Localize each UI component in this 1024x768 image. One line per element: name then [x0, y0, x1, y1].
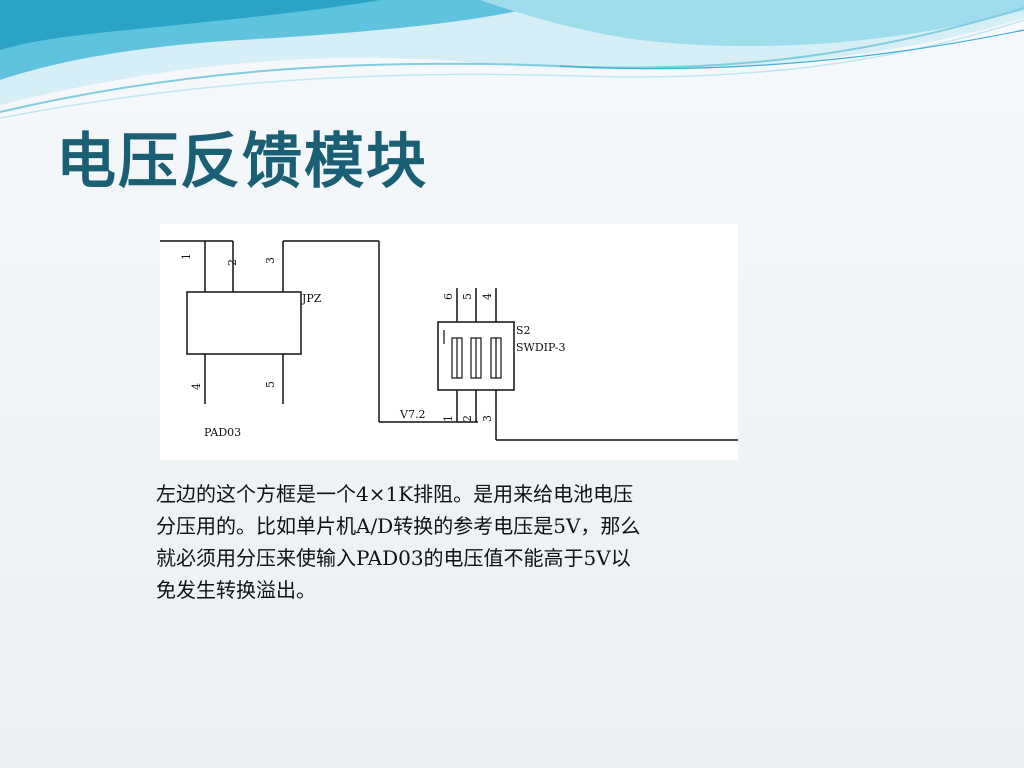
dip-bottom-pin-2: 2 — [461, 415, 474, 422]
rp-pin-3: 3 — [264, 257, 277, 264]
dip-top-pin-5: 5 — [461, 293, 474, 300]
rp-pin-1: 1 — [180, 253, 193, 260]
dip-top-pin-4: 4 — [481, 293, 494, 300]
pad-label: PAD03 — [204, 426, 241, 439]
resistor-pack-leads — [160, 240, 478, 423]
rp-pin-5: 5 — [264, 381, 277, 388]
net-label: V7.2 — [399, 408, 425, 421]
dip-switch-type: SWDIP-3 — [516, 341, 566, 354]
rp-pin-2: 2 — [226, 259, 239, 266]
header-wave-decoration — [0, 0, 1024, 119]
resistor-pack-label: JPZ — [301, 292, 322, 305]
dip-switch-levers — [443, 330, 502, 379]
slide-title: 电压反馈模块 — [56, 127, 428, 197]
dip-switch-name: S2 — [516, 324, 531, 337]
dip-switch-leads — [456, 288, 738, 441]
dip-bottom-pin-3: 3 — [481, 415, 494, 422]
circuit-diagram: 1 2 3 4 5 JPZ PAD03 V7.2 6 5 4 — [160, 224, 738, 460]
dip-bottom-pin-1: 1 — [442, 415, 455, 422]
dip-top-pin-6: 6 — [442, 293, 455, 300]
resistor-pack-body — [186, 291, 302, 355]
description-paragraph: 左边的这个方框是一个4×1K排阻。是用来给电池电压分压用的。比如单片机A/D转换… — [156, 482, 641, 602]
rp-pin-4: 4 — [190, 383, 203, 390]
